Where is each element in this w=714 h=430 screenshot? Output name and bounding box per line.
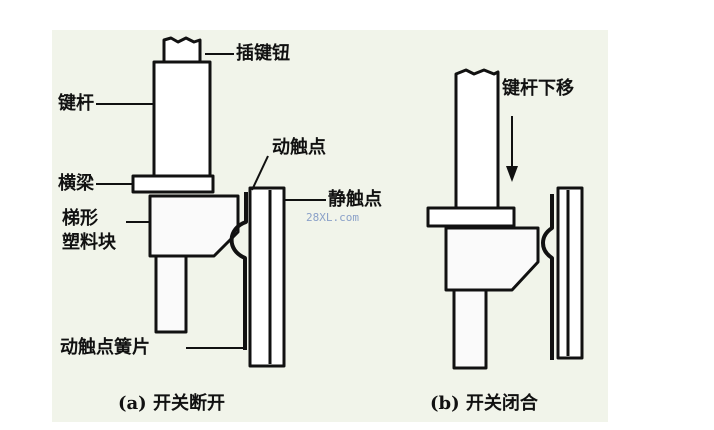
label-trapezoid-block-line2: 塑料块	[62, 232, 116, 253]
caption-switch-open: (a) 开关断开	[118, 393, 225, 414]
label-stem-down: 键杆下移	[502, 78, 574, 99]
switch-closed-figure	[426, 68, 584, 370]
trapezoid-block-b	[444, 226, 540, 292]
static-plate-b	[556, 186, 584, 360]
lower-stem-a	[154, 250, 188, 334]
label-key-button: 插键钮	[236, 43, 290, 64]
crossbeam-a	[131, 174, 215, 194]
lower-stem-b	[452, 286, 488, 370]
label-crossbeam: 横梁	[58, 173, 94, 194]
key-stem-b	[454, 68, 500, 210]
spring-leaf-a	[229, 192, 248, 350]
key-button-a	[162, 36, 202, 64]
trapezoid-block-a	[148, 194, 240, 258]
label-moving-contact: 动触点	[272, 137, 326, 158]
label-static-contact: 静触点	[328, 189, 382, 210]
switch-open-figure	[96, 36, 326, 368]
label-key-stem: 键杆	[58, 93, 94, 114]
static-plate-a	[248, 186, 286, 368]
label-trapezoid-block-line1: 梯形	[62, 208, 98, 229]
label-spring-leaf: 动触点簧片	[60, 337, 150, 358]
watermark-text: 28XL.com	[306, 211, 359, 224]
key-stem-a	[152, 60, 212, 178]
caption-switch-closed: (b) 开关闭合	[430, 393, 538, 414]
crossbeam-b	[426, 206, 516, 228]
down-arrow-icon	[506, 166, 518, 182]
spring-leaf-b	[541, 194, 554, 360]
